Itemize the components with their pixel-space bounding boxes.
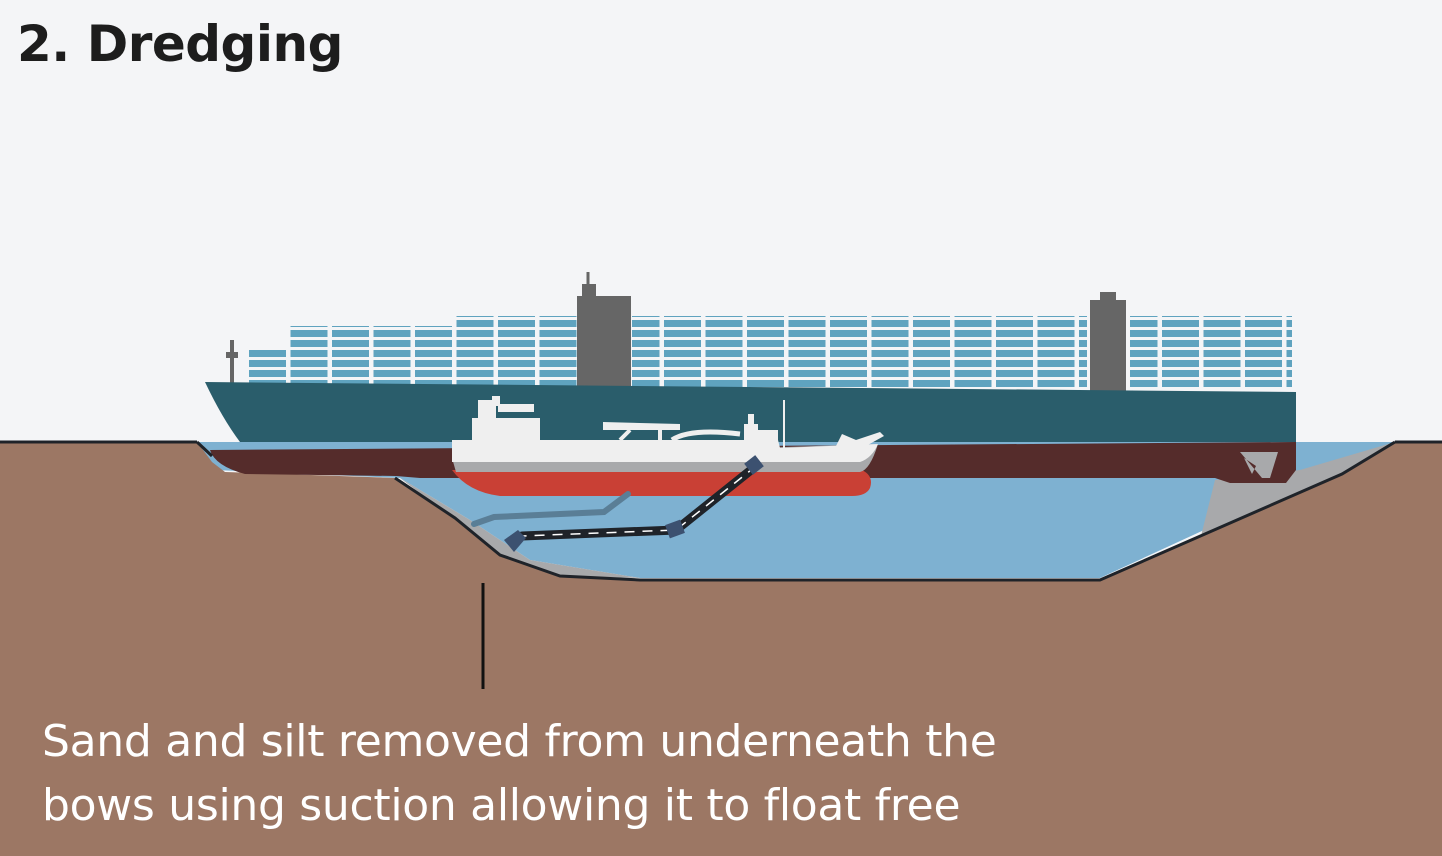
pipe-joint-top xyxy=(744,455,764,475)
bridge-tower xyxy=(577,296,631,392)
dredger-hull-red xyxy=(452,470,871,496)
container-stack-aft xyxy=(1130,316,1292,390)
funnel xyxy=(1090,300,1126,392)
caption-line-1: Sand and silt removed from underneath th… xyxy=(42,716,997,767)
dredger-deck xyxy=(452,440,878,462)
container-stack-forward xyxy=(290,326,452,390)
channel-bed-outline xyxy=(0,440,1442,582)
secondary-pipe xyxy=(471,491,631,527)
pipe-joint-elbow xyxy=(665,519,685,539)
caption-text: Sand and silt removed from underneath th… xyxy=(42,710,1102,838)
suction-pipe-icon xyxy=(471,455,764,552)
page-title: 2. Dredging xyxy=(17,15,343,73)
container-stack-fore-mid xyxy=(455,316,577,390)
caption-line-2: bows using suction allowing it to float … xyxy=(42,780,961,831)
drag-head xyxy=(504,530,526,552)
container-stack-midship xyxy=(632,316,1087,390)
ship-rudder xyxy=(1240,452,1278,478)
dredger-icon xyxy=(452,396,884,496)
dredger-bridge xyxy=(472,418,540,442)
sand-bank xyxy=(0,442,1442,856)
silt-deposit-left xyxy=(400,478,640,578)
